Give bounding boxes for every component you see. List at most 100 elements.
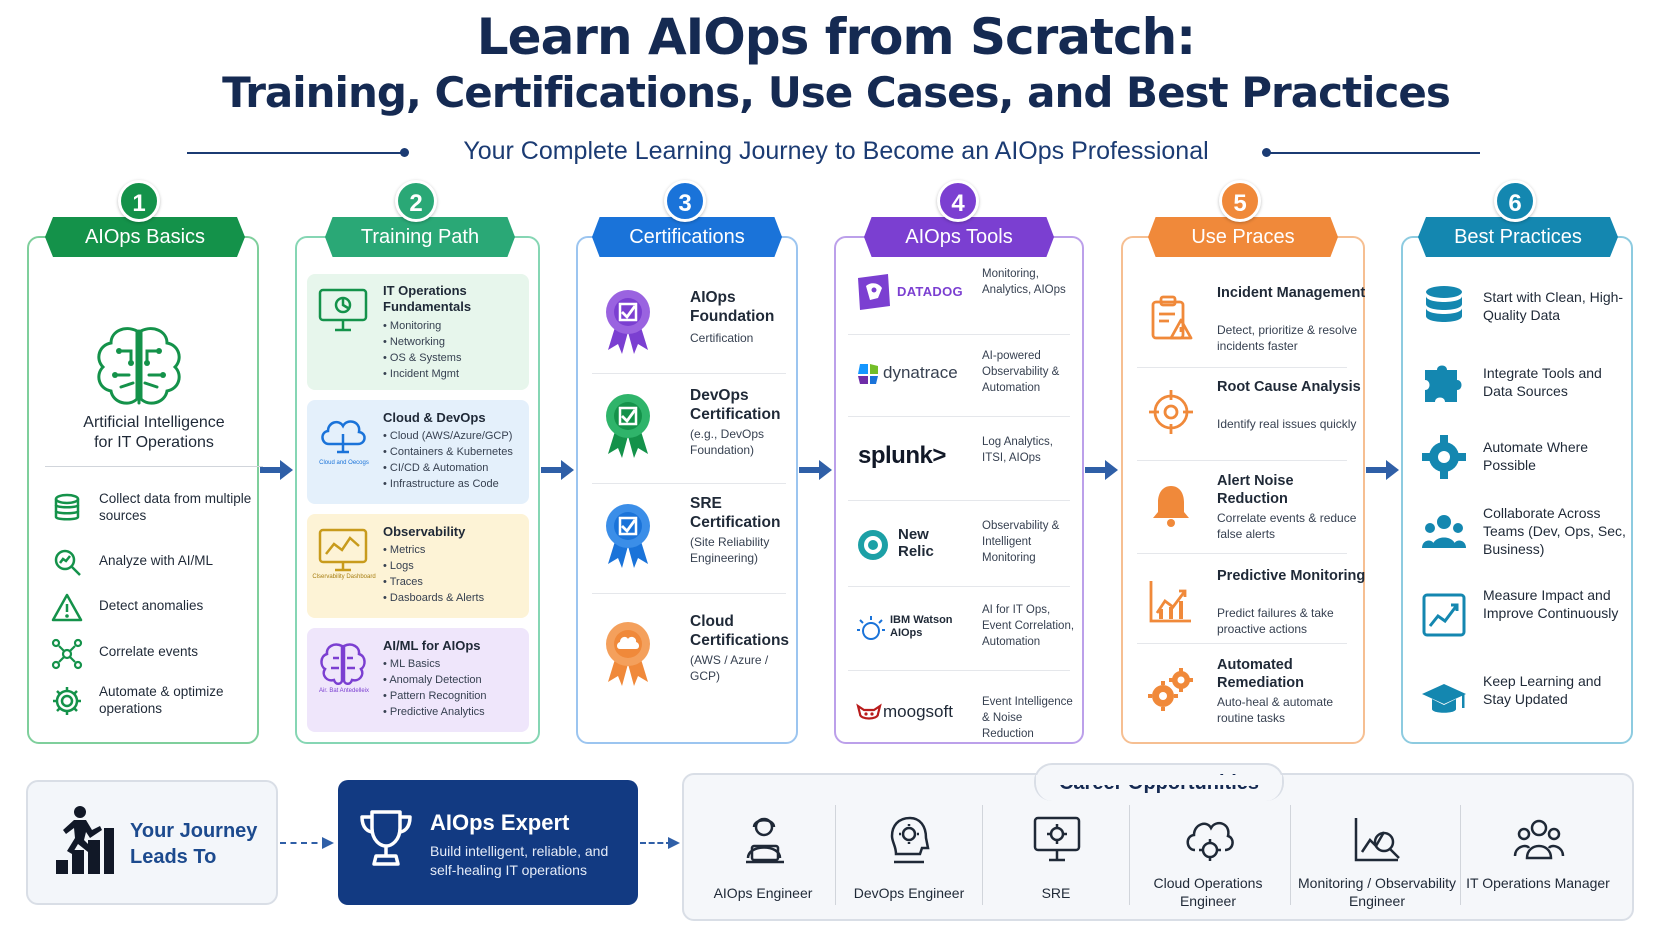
stage-2-number: 2 [395,180,437,222]
stage-3-banner: Certifications [592,217,782,257]
subtitle-row: Your Complete Learning Journey to Become… [0,133,1672,173]
aiops-expert-desc: Build intelligent, reliable, and self-he… [430,843,609,878]
magnifier-chart-icon [54,549,81,576]
training-title: AI/ML for AIOps [383,638,481,653]
role-divider [1290,805,1291,905]
training-box: Clservability Dashboard Observability Me… [307,514,529,618]
training-list-item: Networking [383,334,528,350]
best-practice-item: Start with Clean, High-Quality Data [1421,278,1631,338]
divider [848,670,1070,671]
best-practice-item: Keep Learning and Stay Updated [1421,670,1631,730]
tool-description: Monitoring, Analytics, AIOps [982,268,1066,296]
stage-arrow-2-3 [541,460,574,480]
stage-6-banner: Best Practices [1418,217,1618,257]
monitor-icon [318,288,368,332]
page-title: Learn AIOps from Scratch: [476,8,1196,66]
training-list: Cloud (AWS/Azure/GCP) Containers & Kuber… [383,428,528,492]
ibm-watson-logo: IBM Watson AIOps [856,608,966,648]
database-icon [54,493,80,521]
career-role: Monitoring / Observability Engineer [1298,812,1456,912]
tool-item-ibm-watson: IBM Watson AIOps AI for IT Ops, Event Co… [848,590,1074,668]
use-case-title: Automated Remediation [1217,657,1305,691]
stage-3-number: 3 [664,180,706,222]
use-case-item: Predictive Monitoring Predict failures &… [1135,563,1365,651]
subtitle-dot-left [400,148,409,157]
stage-4-card: DATADOG Monitoring, Analytics, AIOps dyn… [834,236,1084,744]
career-role-text: Monitoring / Observability Engineer [1298,875,1456,909]
use-case-title: Alert Noise Reduction [1217,473,1294,507]
training-list-item: Pattern Recognition [383,688,528,704]
ibm-watson-logo-icon [857,616,885,640]
career-role-text: DevOps Engineer [853,885,965,901]
cloud-gear-icon [1186,821,1234,861]
training-list-item: CI/CD & Automation [383,460,528,476]
use-case-title: Root Cause Analysis [1217,379,1361,395]
role-divider [982,805,983,905]
team-icon [1513,819,1565,860]
divider [1137,367,1347,368]
stage-5-banner: Use Praces [1148,217,1338,257]
career-role: Cloud Operations Engineer [1133,812,1283,912]
training-list-item: Logs [383,558,528,574]
journey-dashed-arrow [280,842,328,844]
stage-3-card: AIOps Foundation Certification DevOps Ce… [576,236,798,744]
database-stack-icon [1426,286,1462,322]
newrelic-logo-text-line2: Relic [898,543,934,560]
brain-icon [320,643,366,685]
best-practice-text: Measure Impact and Improve Continuously [1483,587,1619,621]
training-icon-caption: Air. Bat Antedelleix [318,688,370,694]
tool-description: AI for IT Ops, Event Correlation, Automa… [982,604,1075,648]
stage-arrow-5-6 [1366,460,1399,480]
use-case-desc: Correlate events & reduce false alerts [1217,511,1357,541]
newrelic-logo-icon [858,530,888,560]
moogsoft-logo-text: moogsoft [883,702,953,721]
page-title-line2: Training, Certifications, Use Cases, and… [222,68,1451,117]
expert-dashed-arrow [640,842,672,844]
stage-arrow-1-2 [260,460,293,480]
training-list-item: Predictive Analytics [383,704,528,720]
use-case-desc: Predict failures & take proactive action… [1217,606,1334,636]
stage-1-number: 1 [118,180,160,222]
basics-item: Analyze with AI/ML [51,545,266,585]
basics-item-text: Correlate events [99,644,199,659]
network-nodes-icon [51,638,83,670]
career-role-text: SRE [1041,885,1071,901]
splunk-logo-text: splunk> [858,442,946,469]
use-case-desc: Auto-heal & automate routine tasks [1217,695,1334,725]
moogsoft-logo-icon [856,703,882,720]
stage-5-number: 5 [1219,180,1261,222]
dynatrace-logo-text: dynatrace [883,363,958,382]
subtitle-dot-right [1262,148,1271,157]
best-practice-item: Measure Impact and Improve Continuously [1421,586,1631,646]
graduation-cap-icon [1422,684,1466,713]
certification-sub: (Site Reliability Engineering) [690,535,770,565]
training-title: Cloud & DevOps [383,410,486,425]
basics-item-text: Collect data from multiple sources [99,491,252,523]
datadog-logo: DATADOG [856,272,966,312]
growth-chart-icon [1422,593,1466,637]
divider [592,483,786,484]
chart-magnifier-icon [1354,818,1400,862]
monitor-gear-icon [1033,816,1081,862]
training-box: Cloud and Oecogs Cloud & DevOps Cloud (A… [307,400,529,504]
ibm-watson-logo-text-line1: IBM Watson [890,614,953,626]
career-tab-cover [1036,775,1282,785]
use-case-desc: Detect, prioritize & resolve incidents f… [1217,323,1358,353]
best-practice-text: Start with Clean, High-Quality Data [1483,289,1624,323]
use-case-title: Predictive Monitoring [1217,568,1366,584]
tool-item-splunk: splunk> Log Analytics, ITSI, AIOps [848,422,1070,500]
datadog-logo-text: DATADOG [897,284,963,299]
certification-title: AIOps Foundation [690,289,775,325]
engineer-laptop-icon [746,817,784,864]
divider [592,373,786,374]
role-divider [1129,805,1130,905]
ibm-watson-logo-text-line2: AIOps [890,627,923,639]
aiops-expert-title: AIOps Expert [430,810,570,835]
use-case-item: Automated Remediation Auto-heal & automa… [1135,652,1365,740]
orange-badge-icon [606,622,650,686]
stage-2-card: IT Operations Fundamentals Monitoring Ne… [295,236,540,744]
use-case-item: Alert Noise Reduction Correlate events &… [1135,468,1365,556]
training-list: ML Basics Anomaly Detection Pattern Reco… [383,656,528,720]
career-role-text: IT Operations Manager [1466,875,1610,891]
aiops-expert-box: AIOps Expert Build intelligent, reliable… [338,780,638,905]
